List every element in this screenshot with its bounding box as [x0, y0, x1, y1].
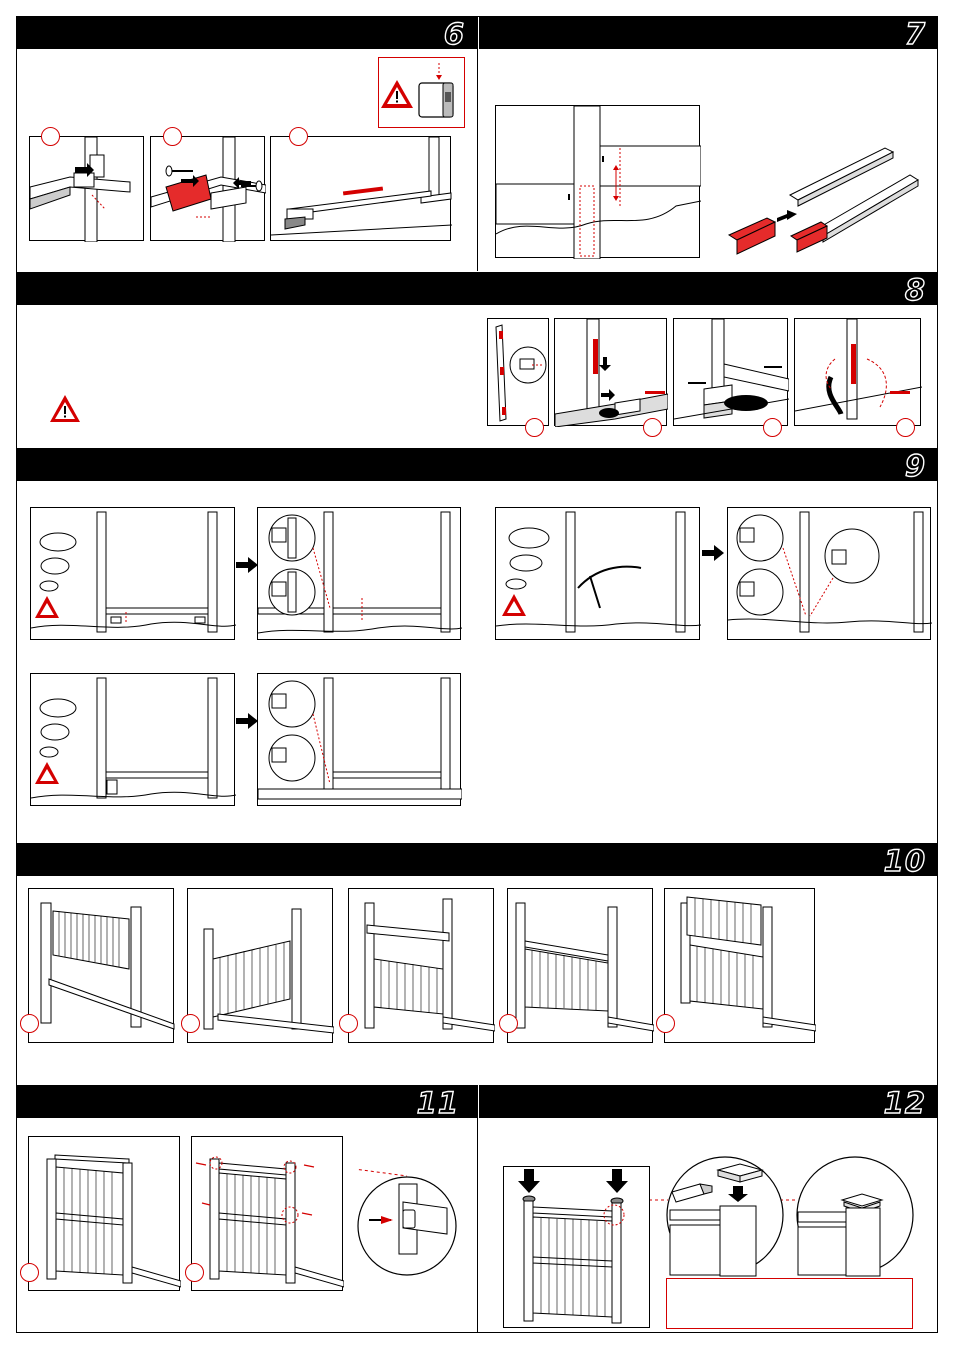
step-8-panel-c [673, 318, 788, 426]
step-9-number: 9 [905, 449, 926, 483]
step-9-level-panel-3 [30, 673, 235, 806]
step-6-number: 6 [444, 17, 465, 51]
step-9-header: 9 [16, 448, 938, 481]
step-11-number: 11 [417, 1086, 459, 1120]
step-6-marker-b [163, 127, 182, 146]
step-6-marker-a [41, 127, 60, 146]
divider-11-12 [477, 1085, 478, 1333]
step-8-marker-b [643, 418, 662, 437]
step-8-panel-b [554, 318, 667, 426]
step-9-level-panel-2 [257, 507, 461, 640]
warning-triangle-icon [49, 394, 81, 424]
step-10-panel-d [507, 888, 653, 1043]
step-12-header: 12 [479, 1085, 938, 1118]
step-10-panel-c [348, 888, 494, 1043]
warning-triangle-icon [379, 58, 466, 129]
step-12-number: 12 [884, 1086, 926, 1120]
arrow-right-icon [236, 713, 258, 729]
step-10-number: 10 [884, 844, 926, 878]
step-11-marker-a [20, 1263, 39, 1282]
end-cap-icon [419, 63, 453, 117]
step-10-marker-a [20, 1014, 39, 1033]
step-7-panel [495, 105, 700, 258]
divider-6-7 [477, 16, 478, 271]
step-11-marker-b [185, 1263, 204, 1282]
step-10-marker-b [181, 1014, 200, 1033]
step-10-marker-e [656, 1014, 675, 1033]
step-12-panel-a [503, 1166, 650, 1328]
step-9-level-panel-1 [30, 507, 235, 640]
step-10-panel-a [28, 888, 174, 1043]
step-10-panel-e [664, 888, 815, 1043]
step-6-marker-c [289, 127, 308, 146]
screw-icon [166, 166, 193, 176]
pickaxe-icon [578, 567, 641, 608]
step-8-panel-a [487, 318, 549, 426]
step-6-panel-c [270, 136, 451, 241]
step-9-level-panel-4 [257, 673, 461, 806]
step-10-marker-d [499, 1014, 518, 1033]
step-10-header: 10 [16, 843, 938, 876]
step-8-marker-a [525, 418, 544, 437]
step-8-marker-d [896, 418, 915, 437]
step-11-header: 11 [16, 1085, 477, 1118]
step-6-warning-box [378, 57, 465, 128]
step-9-slope-panel-1 [495, 507, 700, 640]
arrow-right-icon [777, 210, 797, 222]
arrow-right-icon [702, 545, 724, 561]
step-11-panel-a [28, 1136, 180, 1291]
arrow-right-icon [236, 557, 258, 573]
step-8-header: 8 [16, 272, 938, 305]
step-8-number: 8 [905, 273, 926, 307]
step-8-marker-c [763, 418, 782, 437]
step-11-panel-b [191, 1136, 343, 1291]
step-10-marker-c [339, 1014, 358, 1033]
step-8-panel-d [794, 318, 921, 426]
step-6-panel-a [29, 136, 144, 241]
step-12-note-box [666, 1278, 913, 1329]
step-7-header: 7 [479, 16, 938, 49]
step-6-panel-b [150, 136, 265, 241]
step-7-rail-diagram [725, 140, 925, 260]
step-10-panel-b [187, 888, 333, 1043]
step-7-number: 7 [905, 17, 926, 51]
step-11-detail-circle [357, 1168, 457, 1308]
step-9-slope-panel-2 [727, 507, 931, 640]
step-6-header: 6 [16, 16, 477, 49]
